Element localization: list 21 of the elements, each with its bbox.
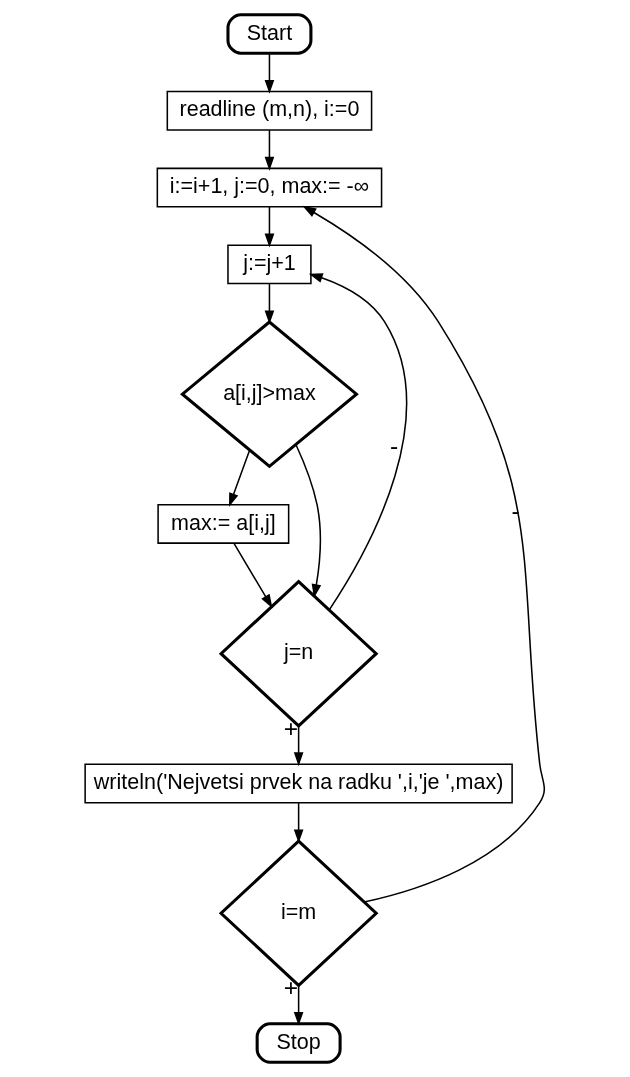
arrow (264, 206, 275, 248)
node-box: j:=j+1 (227, 244, 312, 285)
node-box: i:=i+1, j:=0, max:= -∞ (156, 167, 383, 208)
node-box: Start (226, 13, 313, 55)
edge-label: - (390, 432, 399, 460)
node-box: readline (m,n), i:=0 (166, 90, 373, 131)
arrow (264, 52, 275, 94)
arrow (229, 449, 251, 507)
node-box: writeln('Nejvetsi prvek na radku ',i,'je ',max) (84, 763, 513, 804)
node-diamond: a[i,j]>max (180, 319, 359, 469)
node-box: Stop (255, 1022, 342, 1064)
node-box: max:= a[i,j] (157, 503, 290, 544)
arrow (293, 802, 304, 844)
arrow (302, 205, 546, 903)
arrow (293, 984, 304, 1026)
arrow (233, 542, 273, 609)
edge-label: - (511, 496, 520, 524)
arrow (295, 443, 322, 599)
arrow (264, 129, 275, 171)
arrow (308, 273, 408, 611)
arrow (293, 725, 304, 767)
